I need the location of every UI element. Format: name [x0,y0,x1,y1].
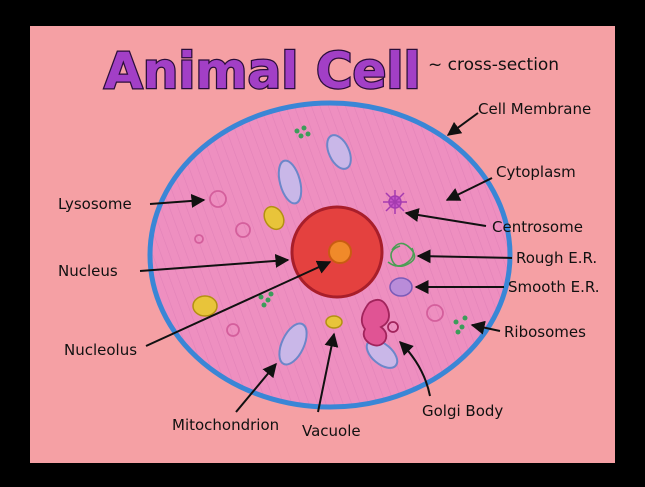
centrosome-ray-4 [385,192,405,212]
cell-membrane [147,100,513,410]
ribosome-dot [301,125,307,131]
nucleus [290,205,384,299]
arrow-ribosomes [470,320,501,335]
arrow-mitochondrion [235,362,277,413]
label-smooth-er: Smooth E.R. [508,278,600,296]
ribosome-dot [305,131,311,137]
arrow-golgi-body [399,341,431,397]
mitochondria [277,134,399,369]
golgi-stack [360,298,390,347]
arrow-cell-membrane [446,112,479,136]
arrow-rough-er [416,249,513,264]
vacuoles [192,205,343,329]
label-cell-membrane: Cell Membrane [478,100,591,118]
smooth-er [389,277,413,297]
ribosome-dot [298,133,304,139]
label-centrosome: Centrosome [492,218,583,236]
label-ribosomes: Ribosomes [504,323,586,341]
lysosome [209,190,227,208]
centrosome [383,190,407,214]
ribosome-dot [294,128,300,134]
vesicle-1 [235,222,251,238]
vacuole-1 [263,205,285,231]
mitochondrion-3 [278,322,308,366]
golgi-vesicle [387,321,399,333]
label-golgi-body: Golgi Body [422,402,503,420]
vesicle-4 [226,323,240,337]
smooth-er-body [389,277,413,297]
arrow-nucleolus [145,260,332,347]
mitochondrion-1 [277,159,303,205]
ribosome-dot [265,297,271,303]
rough-er-coil-1 [390,242,416,268]
ribosome-dot [258,294,264,300]
arrow-vacuole [317,332,339,413]
title: Animal Cell [104,42,421,100]
rough-er [387,242,416,268]
subtitle: ~ cross-section [428,55,559,75]
label-rough-er: Rough E.R. [516,249,597,267]
ribosome-dot [459,324,465,330]
arrow-centrosome [404,208,487,227]
golgi-body [360,298,399,347]
label-vacuole: Vacuole [302,422,361,440]
label-lysosome: Lysosome [58,195,132,213]
ribosome-dot [462,315,468,321]
vesicle-2 [194,234,204,244]
label-cytoplasm: Cytoplasm [496,163,576,181]
label-mitochondrion: Mitochondrion [172,416,279,434]
vacuole-2 [192,295,218,317]
label-nucleus: Nucleus [58,262,118,280]
arrow-lysosome [149,193,206,208]
leader-arrows [139,112,513,413]
ribosome-dot [268,291,274,297]
arrow-cytoplasm [445,177,493,201]
mitochondrion-2 [326,134,352,170]
arrow-nucleus [139,253,290,272]
lysosomes [194,190,444,337]
nucleolus [328,240,352,264]
vacuole-3 [325,315,343,329]
vesicle-3 [426,304,444,322]
ribosome-dot [453,319,459,325]
ribosomes [258,125,468,335]
labels: Cell Membrane Cytoplasm Lysosome Centros… [58,100,600,440]
ribosome-dot [455,329,461,335]
ribosome-dot [261,302,267,308]
rough-er-coil-2 [387,247,415,267]
label-nucleolus: Nucleolus [64,341,137,359]
